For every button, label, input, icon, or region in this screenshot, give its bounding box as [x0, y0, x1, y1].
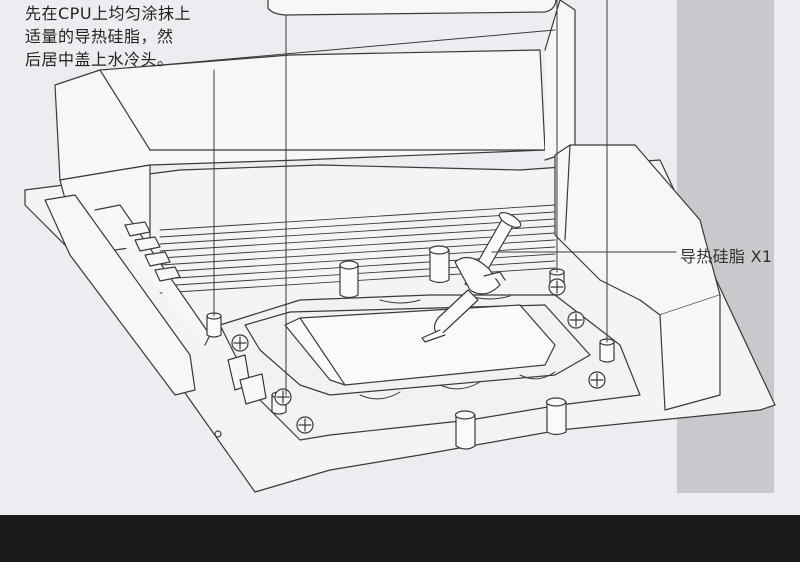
thermal-paste-callout: 导热硅脂 X1	[680, 247, 773, 266]
thermal-paste-syringe-icon	[421, 212, 522, 343]
instruction-line-1: 先在CPU上均匀涂抹上	[25, 4, 192, 23]
instruction-line-3: 后居中盖上水冷头。	[25, 50, 174, 69]
instruction-line-2: 适量的导热硅脂，然	[25, 27, 174, 46]
water-block-outline	[267, 0, 557, 16]
vrm-heatsink-right	[554, 144, 721, 411]
socket-clip	[214, 354, 267, 438]
io-slots	[44, 194, 211, 396]
vrm-heatsink-left	[54, 0, 576, 256]
guide-lines	[213, 0, 608, 396]
motherboard-illustration	[24, 0, 776, 493]
instruction-leader-line	[149, 29, 556, 67]
instruction-text: 先在CPU上均匀涂抹上 适量的导热硅脂，然 后居中盖上水冷头。	[25, 2, 220, 71]
bottom-bar	[0, 515, 800, 562]
cpu-chip	[284, 304, 556, 386]
